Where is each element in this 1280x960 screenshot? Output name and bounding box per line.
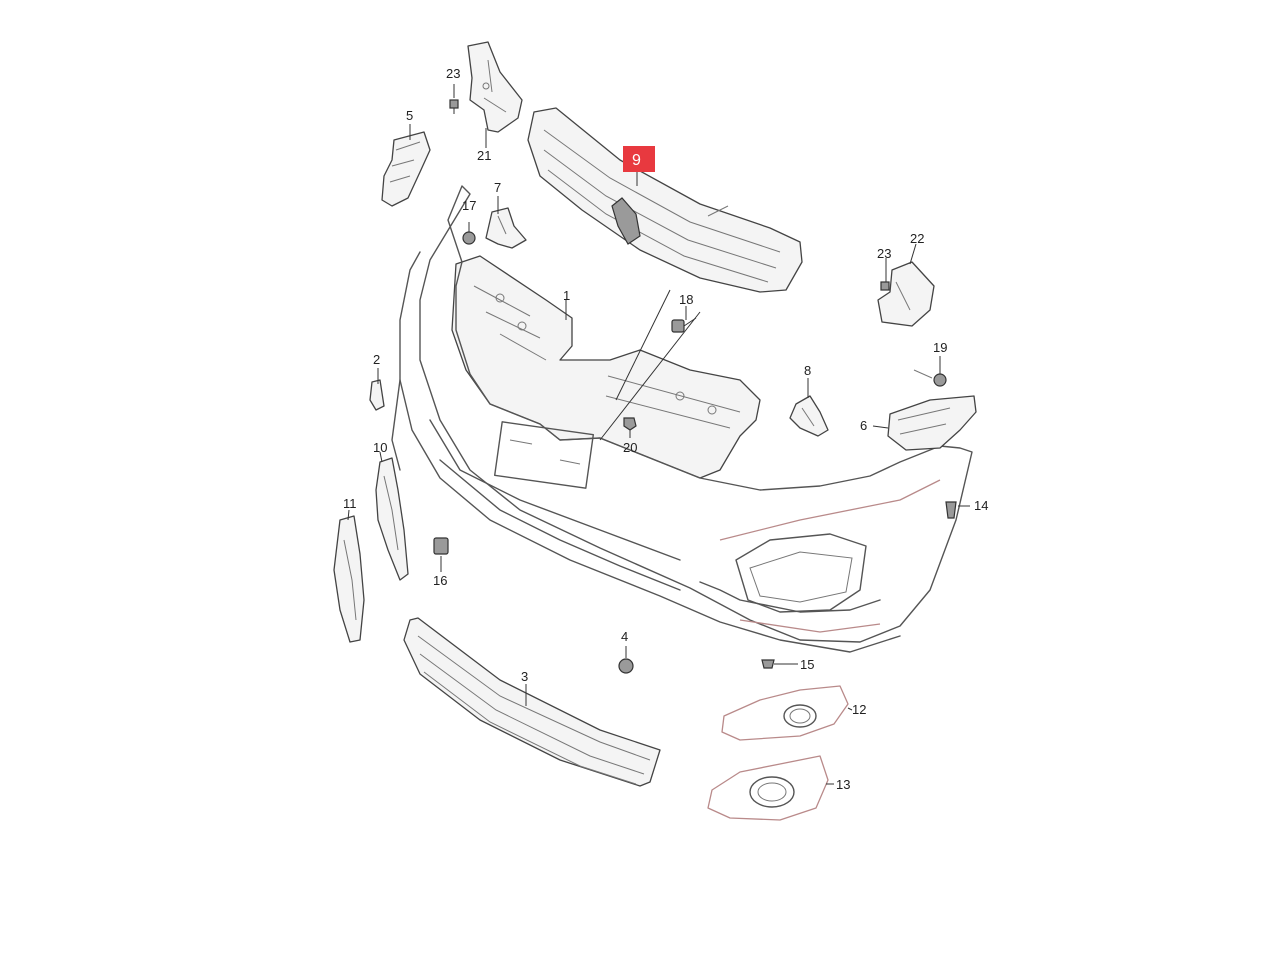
part-20-screw[interactable] bbox=[623, 417, 637, 438]
callout-3: 3 bbox=[521, 669, 528, 684]
part-8-bracket[interactable] bbox=[789, 395, 829, 437]
part-4-nut[interactable] bbox=[618, 646, 634, 674]
part-13-fog-bezel[interactable] bbox=[707, 755, 829, 821]
part-6-right-bracket[interactable] bbox=[887, 395, 977, 451]
callout-9: 9 bbox=[632, 152, 641, 169]
part-23-screw-left[interactable] bbox=[449, 99, 459, 114]
part-7-bracket[interactable] bbox=[485, 207, 527, 249]
callout-labels: 23 21 5 9 7 17 1 2 18 20 8 6 23 22 19 14… bbox=[343, 66, 988, 792]
part-2-side-marker[interactable] bbox=[369, 379, 385, 411]
part-12-fog-bezel[interactable] bbox=[721, 685, 849, 741]
part-14-pin[interactable] bbox=[945, 501, 957, 519]
callout-18: 18 bbox=[679, 292, 693, 307]
part-5-left-bracket[interactable] bbox=[381, 131, 431, 207]
part-22-right-bracket[interactable] bbox=[877, 261, 935, 327]
callout-7: 7 bbox=[494, 180, 501, 195]
callout-6: 6 bbox=[860, 418, 867, 433]
callout-22: 22 bbox=[910, 231, 924, 246]
callout-23-left: 23 bbox=[446, 66, 460, 81]
callout-16: 16 bbox=[433, 573, 447, 588]
callout-17: 17 bbox=[462, 198, 476, 213]
leader-lines bbox=[347, 84, 970, 785]
callout-21: 21 bbox=[477, 148, 491, 163]
part-21-bracket[interactable] bbox=[467, 41, 523, 133]
callout-10: 10 bbox=[373, 440, 387, 455]
callout-1: 1 bbox=[563, 288, 570, 303]
callout-11: 11 bbox=[343, 496, 357, 511]
callout-8: 8 bbox=[804, 363, 811, 378]
part-15-screw[interactable] bbox=[761, 659, 798, 669]
part-1-support-frame[interactable] bbox=[451, 255, 761, 479]
part-10-side-bracket[interactable] bbox=[375, 457, 409, 581]
part-23-screw-right[interactable] bbox=[880, 281, 890, 291]
part-16-clip[interactable] bbox=[433, 537, 449, 555]
part-18-bolt[interactable] bbox=[671, 317, 697, 333]
part-17-clip[interactable] bbox=[462, 222, 476, 245]
callout-23-right: 23 bbox=[877, 246, 891, 261]
callout-4: 4 bbox=[621, 629, 628, 644]
callout-13: 13 bbox=[836, 777, 850, 792]
part-19-clip[interactable] bbox=[913, 369, 947, 387]
callout-5: 5 bbox=[406, 108, 413, 123]
callout-9-highlight[interactable]: 9 bbox=[623, 146, 655, 172]
part-11-side-bracket[interactable] bbox=[333, 515, 365, 643]
callout-2: 2 bbox=[373, 352, 380, 367]
callout-19: 19 bbox=[933, 340, 947, 355]
callout-20: 20 bbox=[623, 440, 637, 455]
callout-14: 14 bbox=[974, 498, 988, 513]
callout-12: 12 bbox=[852, 702, 866, 717]
part-3-lower-grille[interactable] bbox=[403, 617, 661, 787]
bumper-cover[interactable] bbox=[391, 185, 973, 653]
callout-15: 15 bbox=[800, 657, 814, 672]
part-9-upper-grille[interactable] bbox=[527, 107, 803, 293]
